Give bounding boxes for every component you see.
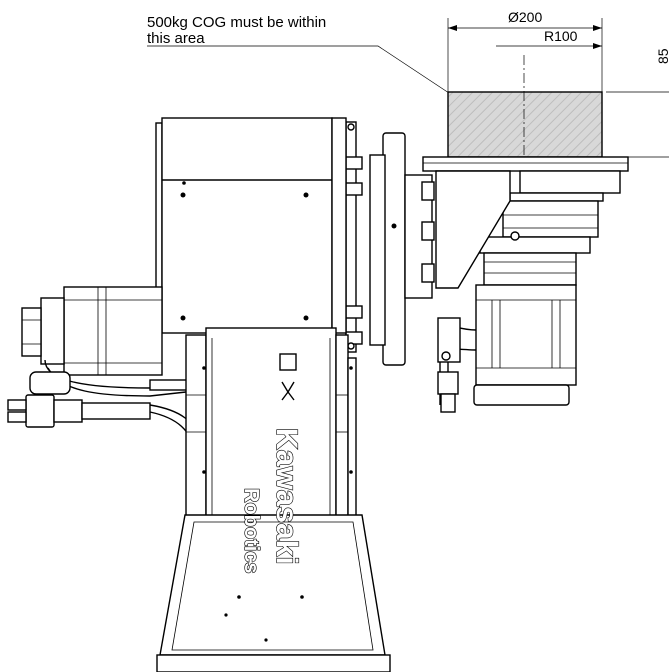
dimension-radius: R100 bbox=[496, 28, 602, 49]
kawasaki-logo: Kawasaki Robotics bbox=[239, 353, 304, 574]
rotary-motor bbox=[437, 284, 577, 413]
rotary-table bbox=[422, 156, 629, 289]
wrist-flange bbox=[345, 121, 435, 366]
arm-motor bbox=[7, 286, 206, 456]
annotation-line-1: 500kg COG must be within bbox=[147, 14, 326, 31]
grease-nipple bbox=[510, 231, 520, 241]
flange-bolt bbox=[421, 221, 435, 241]
tool-plate bbox=[422, 156, 629, 172]
logo-river-mark bbox=[281, 381, 295, 401]
flange-bolt bbox=[421, 181, 435, 201]
brand-sub: Robotics bbox=[240, 488, 262, 574]
annotation-line-2: this area bbox=[147, 30, 205, 47]
annotation-leader bbox=[147, 45, 453, 96]
base bbox=[156, 514, 391, 672]
logo-square bbox=[279, 353, 297, 371]
cog-annotation: 500kg COG must be within this area bbox=[147, 14, 453, 96]
diameter-label: Ø200 bbox=[508, 9, 542, 25]
dimension-height: 85 bbox=[606, 48, 669, 158]
brand-name: Kawasaki bbox=[270, 428, 303, 565]
upper-housing bbox=[155, 117, 347, 334]
cog-area bbox=[447, 91, 603, 158]
height-label: 85 bbox=[655, 48, 669, 64]
flange-bolt bbox=[421, 263, 435, 283]
radius-label: R100 bbox=[544, 28, 578, 44]
dimension-diameter: Ø200 bbox=[447, 9, 603, 92]
